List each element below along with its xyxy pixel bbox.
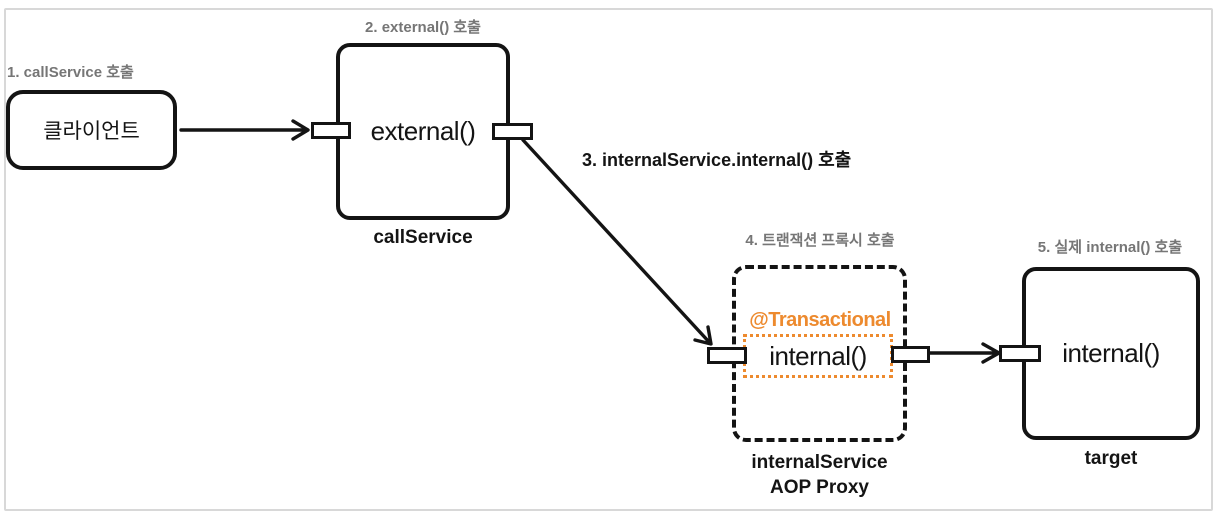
proxy-internal-method-label: internal() <box>769 340 867 371</box>
target-internal-method-label: internal() <box>1062 338 1160 368</box>
transactional-dotted-box: internal() <box>743 334 893 378</box>
step4-label: 4. 트랜잭션 프록시 호출 <box>745 232 895 249</box>
callservice-caption: callService <box>373 227 473 248</box>
step5-label: 5. 실제 internal() 호출 <box>1037 239 1183 256</box>
transactional-annotation: @Transactional <box>749 309 891 331</box>
step2-label: 2. external() 호출 <box>365 19 481 36</box>
target-caption: target <box>1084 448 1138 469</box>
callservice-port-in <box>311 122 351 139</box>
proxy-port-in <box>707 347 747 364</box>
target-box: internal() <box>1022 267 1200 440</box>
callservice-port-out <box>492 123 533 140</box>
client-box: 클라이언트 <box>6 90 177 170</box>
proxy-caption-line2: AOP Proxy <box>770 477 869 498</box>
proxy-caption-line1: internalService <box>751 452 888 473</box>
target-port-in <box>999 345 1041 362</box>
step3-label: 3. internalService.internal() 호출 <box>582 150 852 170</box>
client-label: 클라이언트 <box>43 120 140 143</box>
proxy-port-out <box>891 346 930 363</box>
callservice-box: external() <box>336 43 510 220</box>
step1-label: 1. callService 호출 <box>7 64 134 81</box>
external-method-label: external() <box>370 116 476 146</box>
